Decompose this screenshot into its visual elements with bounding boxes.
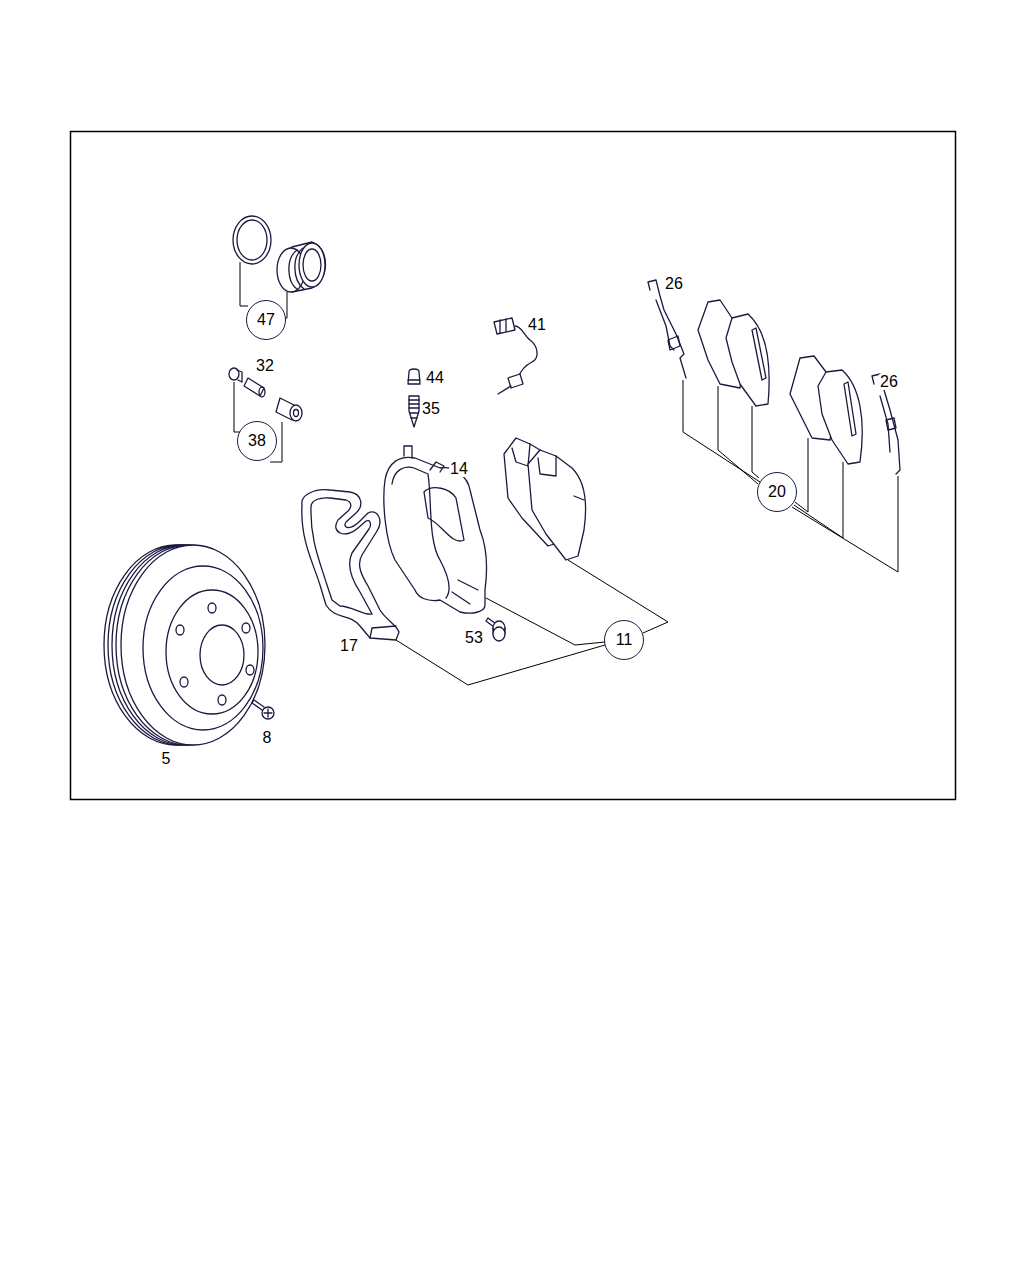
callout-number: 11 bbox=[616, 632, 633, 648]
leader-line bbox=[486, 598, 605, 645]
pad-clip bbox=[648, 280, 900, 474]
leader-line bbox=[396, 640, 605, 685]
leader-line bbox=[794, 462, 843, 538]
leader-line bbox=[718, 386, 758, 484]
callout-number: 41 bbox=[527, 317, 547, 333]
callout-circle: 20 bbox=[757, 472, 797, 512]
callout-circle: 38 bbox=[237, 421, 277, 461]
brake-pad bbox=[504, 438, 586, 560]
callout-circle: 47 bbox=[246, 300, 286, 340]
bolt bbox=[486, 618, 505, 641]
callout-number: 35 bbox=[421, 401, 441, 417]
brake-disc bbox=[104, 545, 265, 745]
leader-line bbox=[683, 380, 760, 482]
callout-number: 26 bbox=[879, 374, 899, 390]
guide-pin-set bbox=[229, 368, 302, 421]
frame bbox=[71, 132, 956, 800]
leader-line bbox=[795, 438, 808, 512]
leader-line bbox=[240, 262, 248, 306]
callout-number: 53 bbox=[464, 630, 484, 646]
callout-number: 5 bbox=[161, 751, 172, 767]
seal-kit bbox=[233, 216, 326, 292]
callout-number: 26 bbox=[664, 276, 684, 292]
callout-number: 8 bbox=[262, 730, 273, 746]
leader-line bbox=[752, 406, 759, 478]
callout-number: 17 bbox=[339, 638, 359, 654]
screw bbox=[252, 700, 274, 719]
bleed-screw bbox=[408, 369, 420, 427]
leader-lines bbox=[170, 262, 898, 755]
callout-number: 32 bbox=[255, 358, 275, 374]
leader-line bbox=[234, 382, 240, 432]
brake-pad bbox=[698, 300, 862, 464]
callout-circle: 11 bbox=[604, 620, 644, 660]
callout-number: 20 bbox=[768, 484, 786, 500]
leader-line bbox=[792, 476, 898, 572]
callout-number: 14 bbox=[449, 461, 469, 477]
callout-number: 44 bbox=[425, 370, 445, 386]
callout-number: 38 bbox=[248, 433, 266, 449]
caliper-housing bbox=[384, 446, 487, 613]
callout-number: 47 bbox=[257, 312, 275, 328]
